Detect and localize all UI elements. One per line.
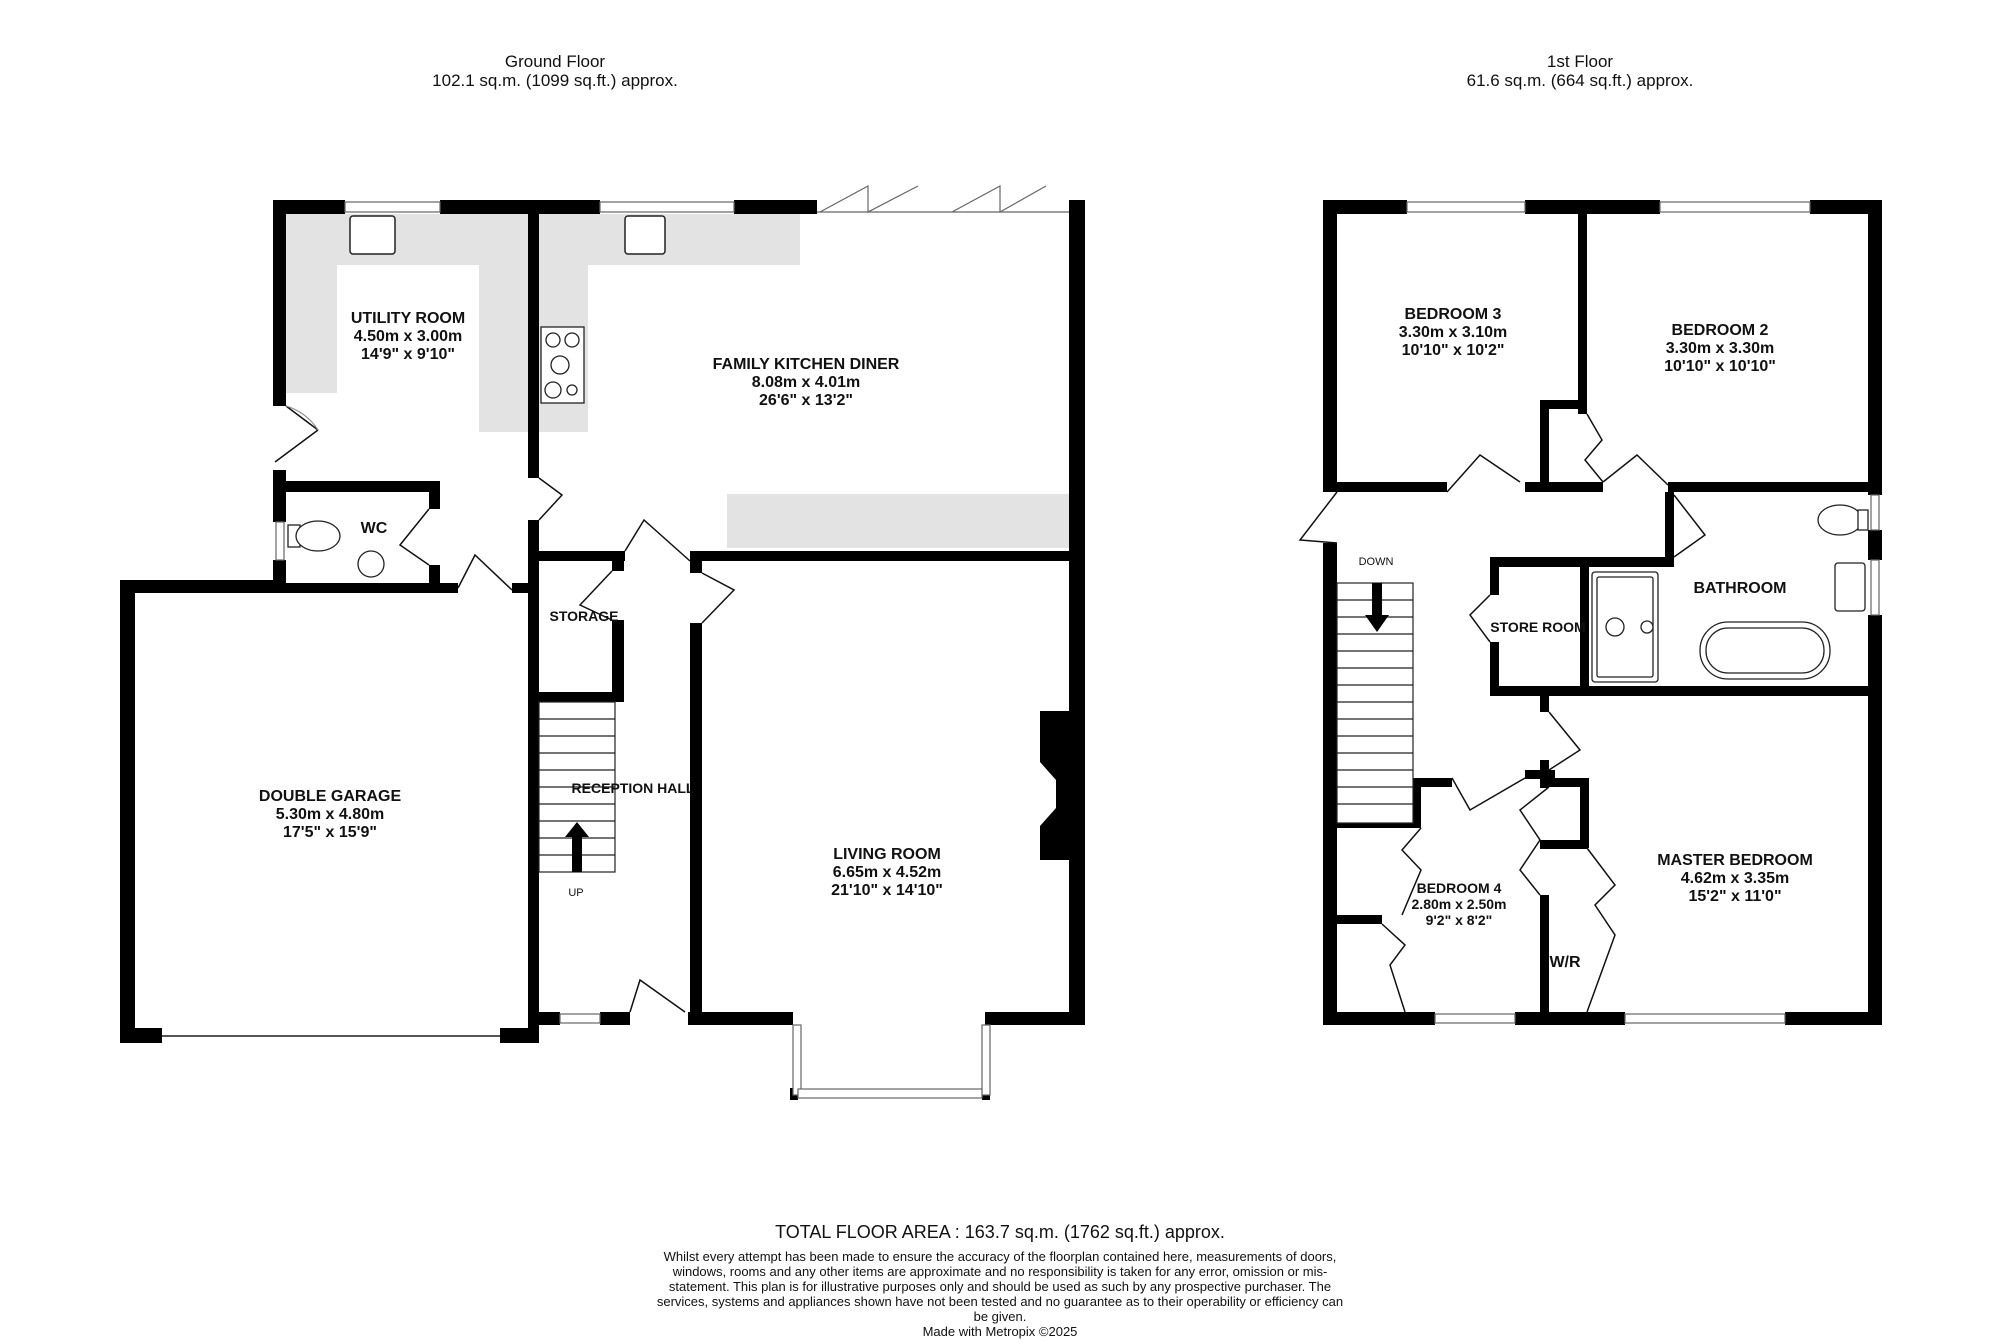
bifold-doors (817, 184, 1069, 214)
first-floor-header: 1st Floor 61.6 sq.m. (664 sq.ft.) approx… (1420, 52, 1740, 90)
ground-floor-header: Ground Floor 102.1 sq.m. (1099 sq.ft.) a… (400, 52, 710, 90)
room-wardrobe: W/R (1549, 954, 1580, 972)
room-metric: 4.50m x 3.00m (353, 328, 463, 345)
room-name: BEDROOM 2 (1671, 322, 1769, 339)
room-living: LIVING ROOM 6.65m x 4.52m 21'10" x 14'10… (831, 846, 943, 900)
room-metric: 3.30m x 3.10m (1398, 324, 1508, 341)
ground-windows (275, 201, 991, 1099)
room-name: UTILITY ROOM (350, 310, 466, 327)
stairs-up-label: UP (568, 887, 584, 899)
room-imperial: 10'10" x 10'2" (1401, 342, 1505, 359)
room-bedroom-3: BEDROOM 3 3.30m x 3.10m 10'10" x 10'2" (1399, 306, 1508, 360)
room-name: WC (360, 520, 388, 537)
room-storage: STORAGE (550, 608, 619, 624)
room-metric: 8.08m x 4.01m (751, 374, 861, 391)
room-bedroom-2: BEDROOM 2 3.30m x 3.30m 10'10" x 10'10" (1664, 322, 1776, 376)
room-bedroom-4: BEDROOM 4 2.80m x 2.50m 9'2" x 8'2" (1412, 880, 1507, 928)
room-name: LIVING ROOM (833, 846, 941, 863)
room-metric: 2.80m x 2.50m (1411, 896, 1507, 912)
room-name: BEDROOM 4 (1416, 880, 1502, 896)
ground-floor-title: Ground Floor (504, 52, 606, 71)
room-name: BEDROOM 3 (1404, 306, 1502, 323)
room-imperial: 14'9" x 9'10" (361, 346, 455, 363)
room-metric: 6.65m x 4.52m (832, 864, 942, 881)
room-name: MASTER BEDROOM (1657, 852, 1813, 869)
arrow-up-icon (565, 822, 589, 872)
room-metric: 3.30m x 3.30m (1665, 340, 1775, 357)
room-wc: WC (361, 520, 388, 538)
credit: Made with Metropix ©2025 (922, 1324, 1078, 1339)
room-name: DOUBLE GARAGE (258, 788, 402, 805)
room-store-room: STORE ROOM (1490, 619, 1585, 635)
room-name: BATHROOM (1693, 580, 1787, 597)
disclaimer: Whilst every attempt has been made to en… (656, 1249, 1344, 1324)
total-floor-area: TOTAL FLOOR AREA : 163.7 sq.m. (1762 sq.… (775, 1222, 1225, 1242)
first-floor-plan (1298, 200, 1882, 1025)
room-imperial: 9'2" x 8'2" (1425, 912, 1493, 928)
ground-walls (120, 200, 1085, 1100)
room-name: STORAGE (549, 608, 619, 624)
room-imperial: 21'10" x 14'10" (831, 882, 943, 899)
first-doors (1298, 413, 1707, 1013)
room-metric: 4.62m x 3.35m (1680, 870, 1790, 887)
room-name: RECEPTION HALL (571, 780, 695, 796)
worktops (286, 214, 1069, 548)
footer: TOTAL FLOOR AREA : 163.7 sq.m. (1762 sq.… (0, 1222, 2000, 1339)
arrow-down-icon (1365, 583, 1389, 632)
sink-icons (349, 215, 666, 255)
ground-floor-plan (120, 184, 1085, 1100)
first-walls (1323, 200, 1882, 1025)
room-imperial: 17'5" x 15'9" (283, 824, 377, 841)
room-reception-hall: RECEPTION HALL (572, 780, 695, 796)
first-windows (1406, 201, 1880, 1024)
room-imperial: 15'2" x 11'0" (1688, 888, 1782, 905)
first-floor-area: 61.6 sq.m. (664 sq.ft.) approx. (1466, 71, 1694, 90)
stairs-down-label: DOWN (1358, 556, 1394, 568)
room-imperial: 10'10" x 10'10" (1664, 358, 1776, 375)
room-kitchen-diner: FAMILY KITCHEN DINER 8.08m x 4.01m 26'6"… (713, 356, 900, 410)
room-metric: 5.30m x 4.80m (275, 806, 385, 823)
room-double-garage: DOUBLE GARAGE 5.30m x 4.80m 17'5" x 15'9… (259, 788, 401, 842)
first-floor-title: 1st Floor (1546, 52, 1614, 71)
room-utility: UTILITY ROOM 4.50m x 3.00m 14'9" x 9'10" (351, 310, 465, 364)
bathroom-fixtures (1591, 504, 1869, 683)
room-imperial: 26'6" x 13'2" (759, 392, 853, 409)
ground-doors (274, 405, 736, 1013)
room-master-bedroom: MASTER BEDROOM 4.62m x 3.35m 15'2" x 11'… (1657, 852, 1813, 906)
room-name: FAMILY KITCHEN DINER (712, 356, 900, 373)
ground-floor-area: 102.1 sq.m. (1099 sq.ft.) approx. (432, 71, 678, 90)
hob-icon (540, 326, 585, 404)
toilet-icon (287, 520, 385, 578)
room-name: STORE ROOM (1490, 619, 1586, 635)
room-bathroom: BATHROOM (1693, 580, 1786, 598)
room-name: W/R (1549, 954, 1581, 971)
